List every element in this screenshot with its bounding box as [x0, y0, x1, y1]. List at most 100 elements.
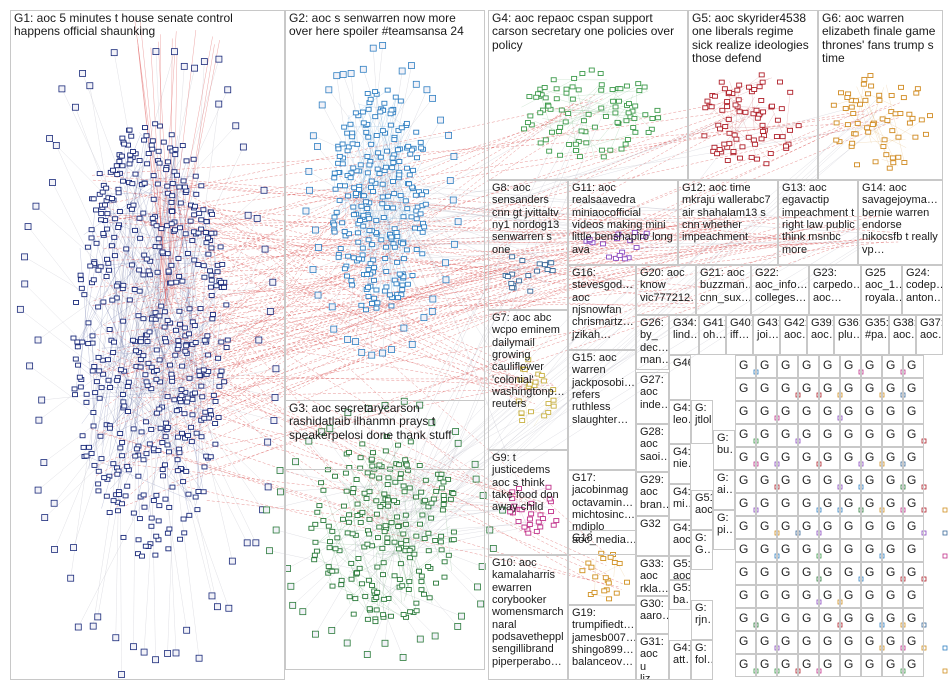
small-group-box: G — [882, 378, 903, 401]
cluster-node — [207, 408, 214, 414]
intra-edge — [376, 552, 378, 593]
inter-edge — [164, 30, 197, 306]
small-group-box: G — [903, 470, 924, 493]
intra-edge — [406, 405, 420, 576]
intra-edge — [108, 197, 123, 291]
small-group-label: G — [844, 565, 854, 579]
cluster-node — [418, 145, 425, 151]
small-group-box: G — [882, 654, 903, 677]
cluster-node — [345, 253, 352, 259]
small-group-box: G — [819, 493, 840, 516]
cluster-node — [169, 378, 176, 384]
small-group-label: G — [781, 565, 791, 579]
cluster-node — [128, 133, 135, 139]
outer-node — [40, 459, 48, 466]
cluster-node — [77, 272, 84, 278]
small-group-box: G — [819, 631, 840, 654]
small-group-label: G — [886, 496, 896, 510]
cluster-node — [148, 386, 155, 392]
outer-node — [399, 654, 407, 661]
intra-edge — [353, 553, 436, 637]
intra-edge — [568, 83, 602, 114]
cluster-node — [405, 467, 412, 473]
small-group-box: G — [840, 378, 861, 401]
intra-edge — [151, 246, 209, 389]
cluster-node — [208, 293, 215, 298]
inter-edge — [150, 189, 519, 522]
outer-node — [431, 632, 439, 640]
cluster-node — [193, 430, 200, 436]
intra-edge — [410, 491, 437, 520]
cluster-node — [137, 364, 144, 370]
outer-node — [67, 574, 75, 582]
small-group-box: G — [861, 447, 882, 470]
inter-edge — [187, 486, 619, 588]
cluster-node — [419, 251, 426, 257]
group-label: G4: aoc… — [673, 522, 691, 547]
cluster-node — [154, 269, 161, 275]
cluster-node — [162, 434, 169, 440]
intra-edge — [560, 133, 635, 156]
intra-edge — [155, 51, 171, 363]
outer-node — [368, 351, 376, 359]
intra-edge — [355, 195, 376, 342]
small-group-box: G — [798, 401, 819, 424]
intra-edge — [389, 194, 434, 300]
outer-node — [398, 67, 406, 75]
cluster-node — [393, 230, 400, 235]
inter-edge — [169, 214, 885, 344]
small-group-label: G — [739, 381, 749, 395]
intra-edge — [346, 494, 373, 586]
small-group-label: G — [823, 496, 833, 510]
outer-node — [24, 223, 32, 230]
group-box-gm7: G: fol… — [691, 640, 713, 680]
intra-edge — [367, 459, 372, 518]
small-group-label: G — [739, 496, 749, 510]
intra-edge — [517, 264, 520, 281]
intra-edge — [349, 401, 405, 487]
intra-edge — [37, 237, 181, 341]
inter-edge — [204, 218, 720, 299]
inter-edge — [127, 115, 752, 444]
intra-edge — [70, 284, 113, 579]
intra-edge — [24, 256, 130, 320]
cluster-node — [411, 225, 418, 231]
outer-node — [118, 671, 125, 678]
group-label: G: G… — [695, 532, 713, 557]
inter-edge — [92, 239, 867, 306]
cluster-node — [165, 268, 172, 274]
small-group-box: G — [798, 493, 819, 516]
inter-edge — [157, 225, 694, 303]
intra-edge — [126, 248, 172, 375]
cluster-node — [371, 295, 378, 301]
outer-node — [299, 608, 307, 616]
small-group-box: G — [840, 424, 861, 447]
cluster-node — [113, 163, 120, 169]
inter-edge — [376, 280, 518, 529]
cluster-node — [403, 247, 410, 253]
group-label: G38: aoc… — [893, 317, 916, 342]
cluster-node — [155, 148, 162, 154]
small-group-label: G — [886, 427, 896, 441]
group-label: G5: ba… — [673, 582, 691, 607]
cluster-node — [412, 192, 419, 198]
cluster-node — [156, 160, 163, 166]
small-group-box: G — [819, 516, 840, 539]
inter-edge — [415, 239, 816, 259]
cluster-node — [168, 221, 175, 227]
intra-edge — [101, 285, 117, 446]
cluster-node — [355, 230, 362, 236]
inter-edge — [414, 204, 865, 234]
small-group-label: G — [865, 542, 875, 556]
group-box-g51: G51: aoc… — [691, 490, 713, 530]
intra-edge — [108, 236, 204, 271]
outer-node — [318, 101, 326, 109]
cluster-node — [177, 321, 183, 327]
cluster-node — [126, 297, 133, 303]
small-group-label: G — [739, 611, 749, 625]
small-group-label: G — [886, 565, 896, 579]
small-group-label: G — [865, 473, 875, 487]
small-group-box: G — [903, 654, 924, 677]
intra-edge — [88, 259, 108, 470]
cluster-node — [109, 196, 115, 201]
